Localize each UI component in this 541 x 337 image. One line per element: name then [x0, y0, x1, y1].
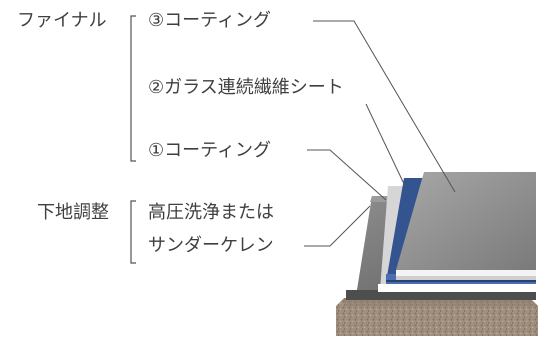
- bracket-final: [130, 15, 136, 162]
- group-label-base: 下地調整: [37, 202, 109, 223]
- item-high-pressure-wash: 高圧洗浄または: [148, 202, 274, 223]
- item-sander-keren: サンダーケレン: [148, 235, 274, 256]
- leader-line-first-coating: [307, 149, 387, 201]
- item-glass-fiber-sheet: ②ガラス連続繊維シート: [148, 77, 344, 98]
- group-label-final: ファイナル: [17, 10, 107, 31]
- leader-lines: [304, 20, 456, 247]
- item-top-coating: ③コーティング: [148, 10, 272, 31]
- leader-line-top-coating: [313, 20, 456, 193]
- leader-line-glass-sheet: [365, 103, 406, 187]
- bracket-base: [130, 200, 136, 264]
- top-coating-layer: [396, 172, 536, 280]
- concrete-substrate: [336, 298, 538, 336]
- leader-line-base-prep: [304, 205, 371, 247]
- item-first-coating: ①コーティング: [148, 140, 272, 161]
